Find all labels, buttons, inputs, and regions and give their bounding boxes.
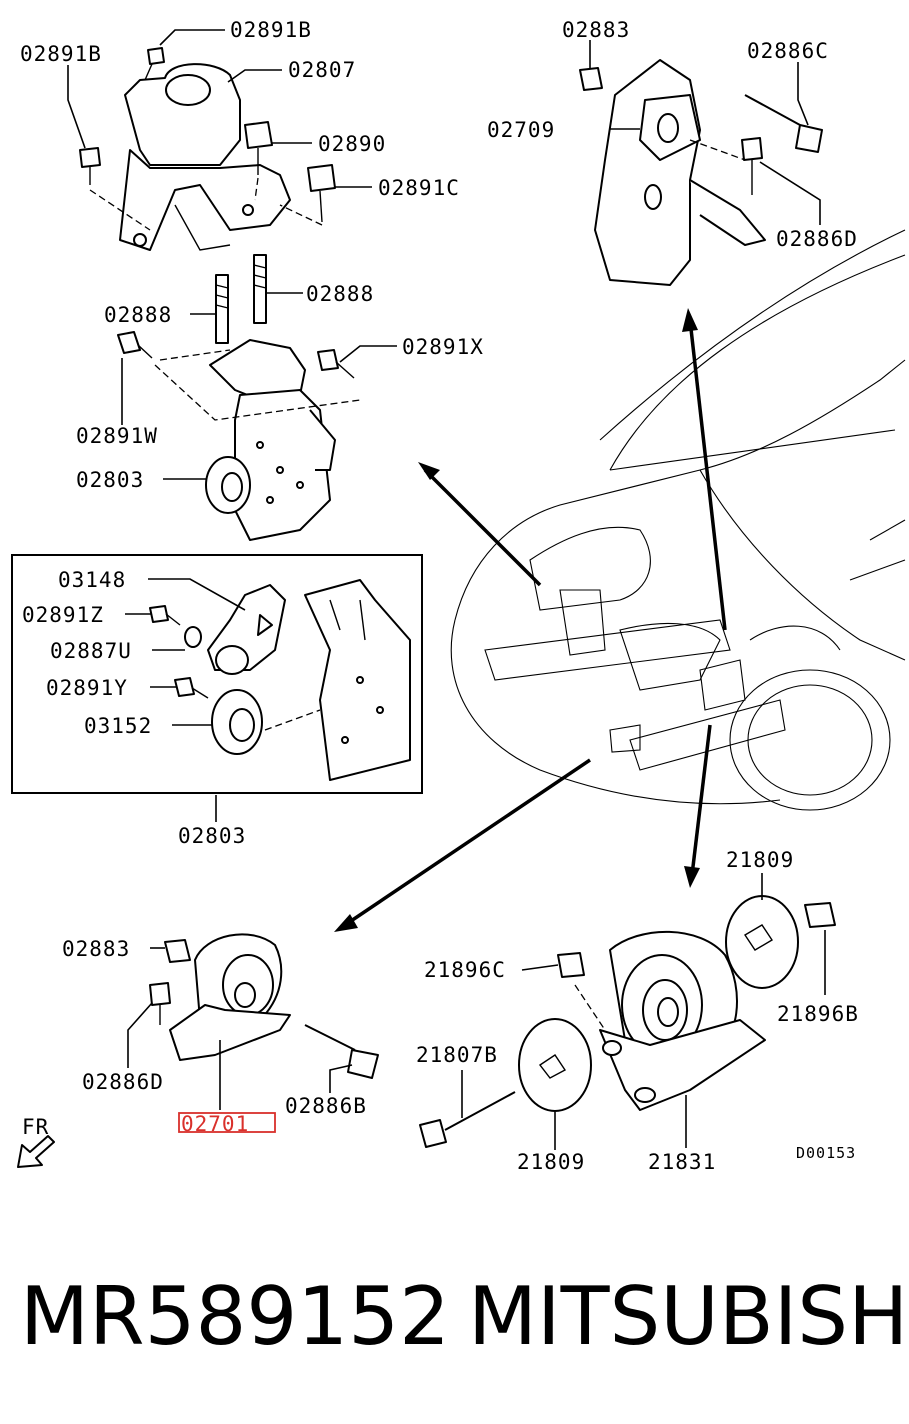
label-21807b: 21807B <box>416 1043 498 1067</box>
label-02887u: 02887U <box>50 639 132 663</box>
label-02886d-bottom: 02886D <box>82 1070 164 1094</box>
highlight-box <box>178 1112 276 1133</box>
studs-02888 <box>215 254 267 344</box>
engine-mount-upper <box>79 47 336 251</box>
car-body-outline <box>450 229 906 811</box>
label-02891c: 02891C <box>378 176 460 200</box>
label-02886d-top: 02886D <box>776 227 858 251</box>
label-21831: 21831 <box>648 1150 716 1174</box>
front-mount <box>149 933 379 1079</box>
callout-labels: 02891B 02891B 02807 02890 02891C 02888 0… <box>20 18 859 1174</box>
label-02883-top: 02883 <box>562 18 630 42</box>
inset-parts <box>149 579 411 781</box>
label-02891z: 02891Z <box>22 603 104 627</box>
engine-mount-lower <box>117 331 361 541</box>
footer: MR589152 MITSUBISHI <box>0 1262 909 1372</box>
label-02803: 02803 <box>76 468 144 492</box>
label-02709: 02709 <box>487 118 555 142</box>
label-02807: 02807 <box>288 58 356 82</box>
label-inset-caption: 02803 <box>178 824 246 848</box>
brand-name: MITSUBISHI <box>468 1270 909 1363</box>
inset-frame <box>11 554 423 794</box>
pointer-arrows <box>334 308 727 932</box>
label-02890: 02890 <box>318 132 386 156</box>
label-02701-highlighted: 02701 <box>181 1112 249 1136</box>
label-21809-bottom: 21809 <box>517 1150 585 1174</box>
label-02891w: 02891W <box>76 424 158 448</box>
leader-lines <box>67 29 826 1150</box>
label-21896b: 21896B <box>777 1002 859 1026</box>
label-02888-left: 02888 <box>104 303 172 327</box>
transmission-mount <box>419 895 836 1148</box>
front-direction-arrow-icon <box>17 1135 55 1168</box>
label-02883-bottom: 02883 <box>62 937 130 961</box>
label-03152: 03152 <box>84 714 152 738</box>
label-02891y: 02891Y <box>46 676 128 700</box>
label-03148: 03148 <box>58 568 126 592</box>
part-number: MR589152 <box>20 1270 450 1363</box>
label-fr: FR <box>22 1115 49 1139</box>
label-02891x: 02891X <box>402 335 484 359</box>
parts-diagram: 02891B 02891B 02807 02890 02891C 02888 0… <box>11 18 906 1174</box>
label-21896c: 21896C <box>424 958 506 982</box>
label-21809-top: 21809 <box>726 848 794 872</box>
label-02888-right: 02888 <box>306 282 374 306</box>
label-diagram-code: D00153 <box>796 1144 856 1162</box>
label-02891b-a: 02891B <box>230 18 312 42</box>
rear-mount <box>579 59 823 286</box>
label-02886b: 02886B <box>285 1094 367 1118</box>
label-02886c: 02886C <box>747 39 829 63</box>
label-02891b-b: 02891B <box>20 42 102 66</box>
